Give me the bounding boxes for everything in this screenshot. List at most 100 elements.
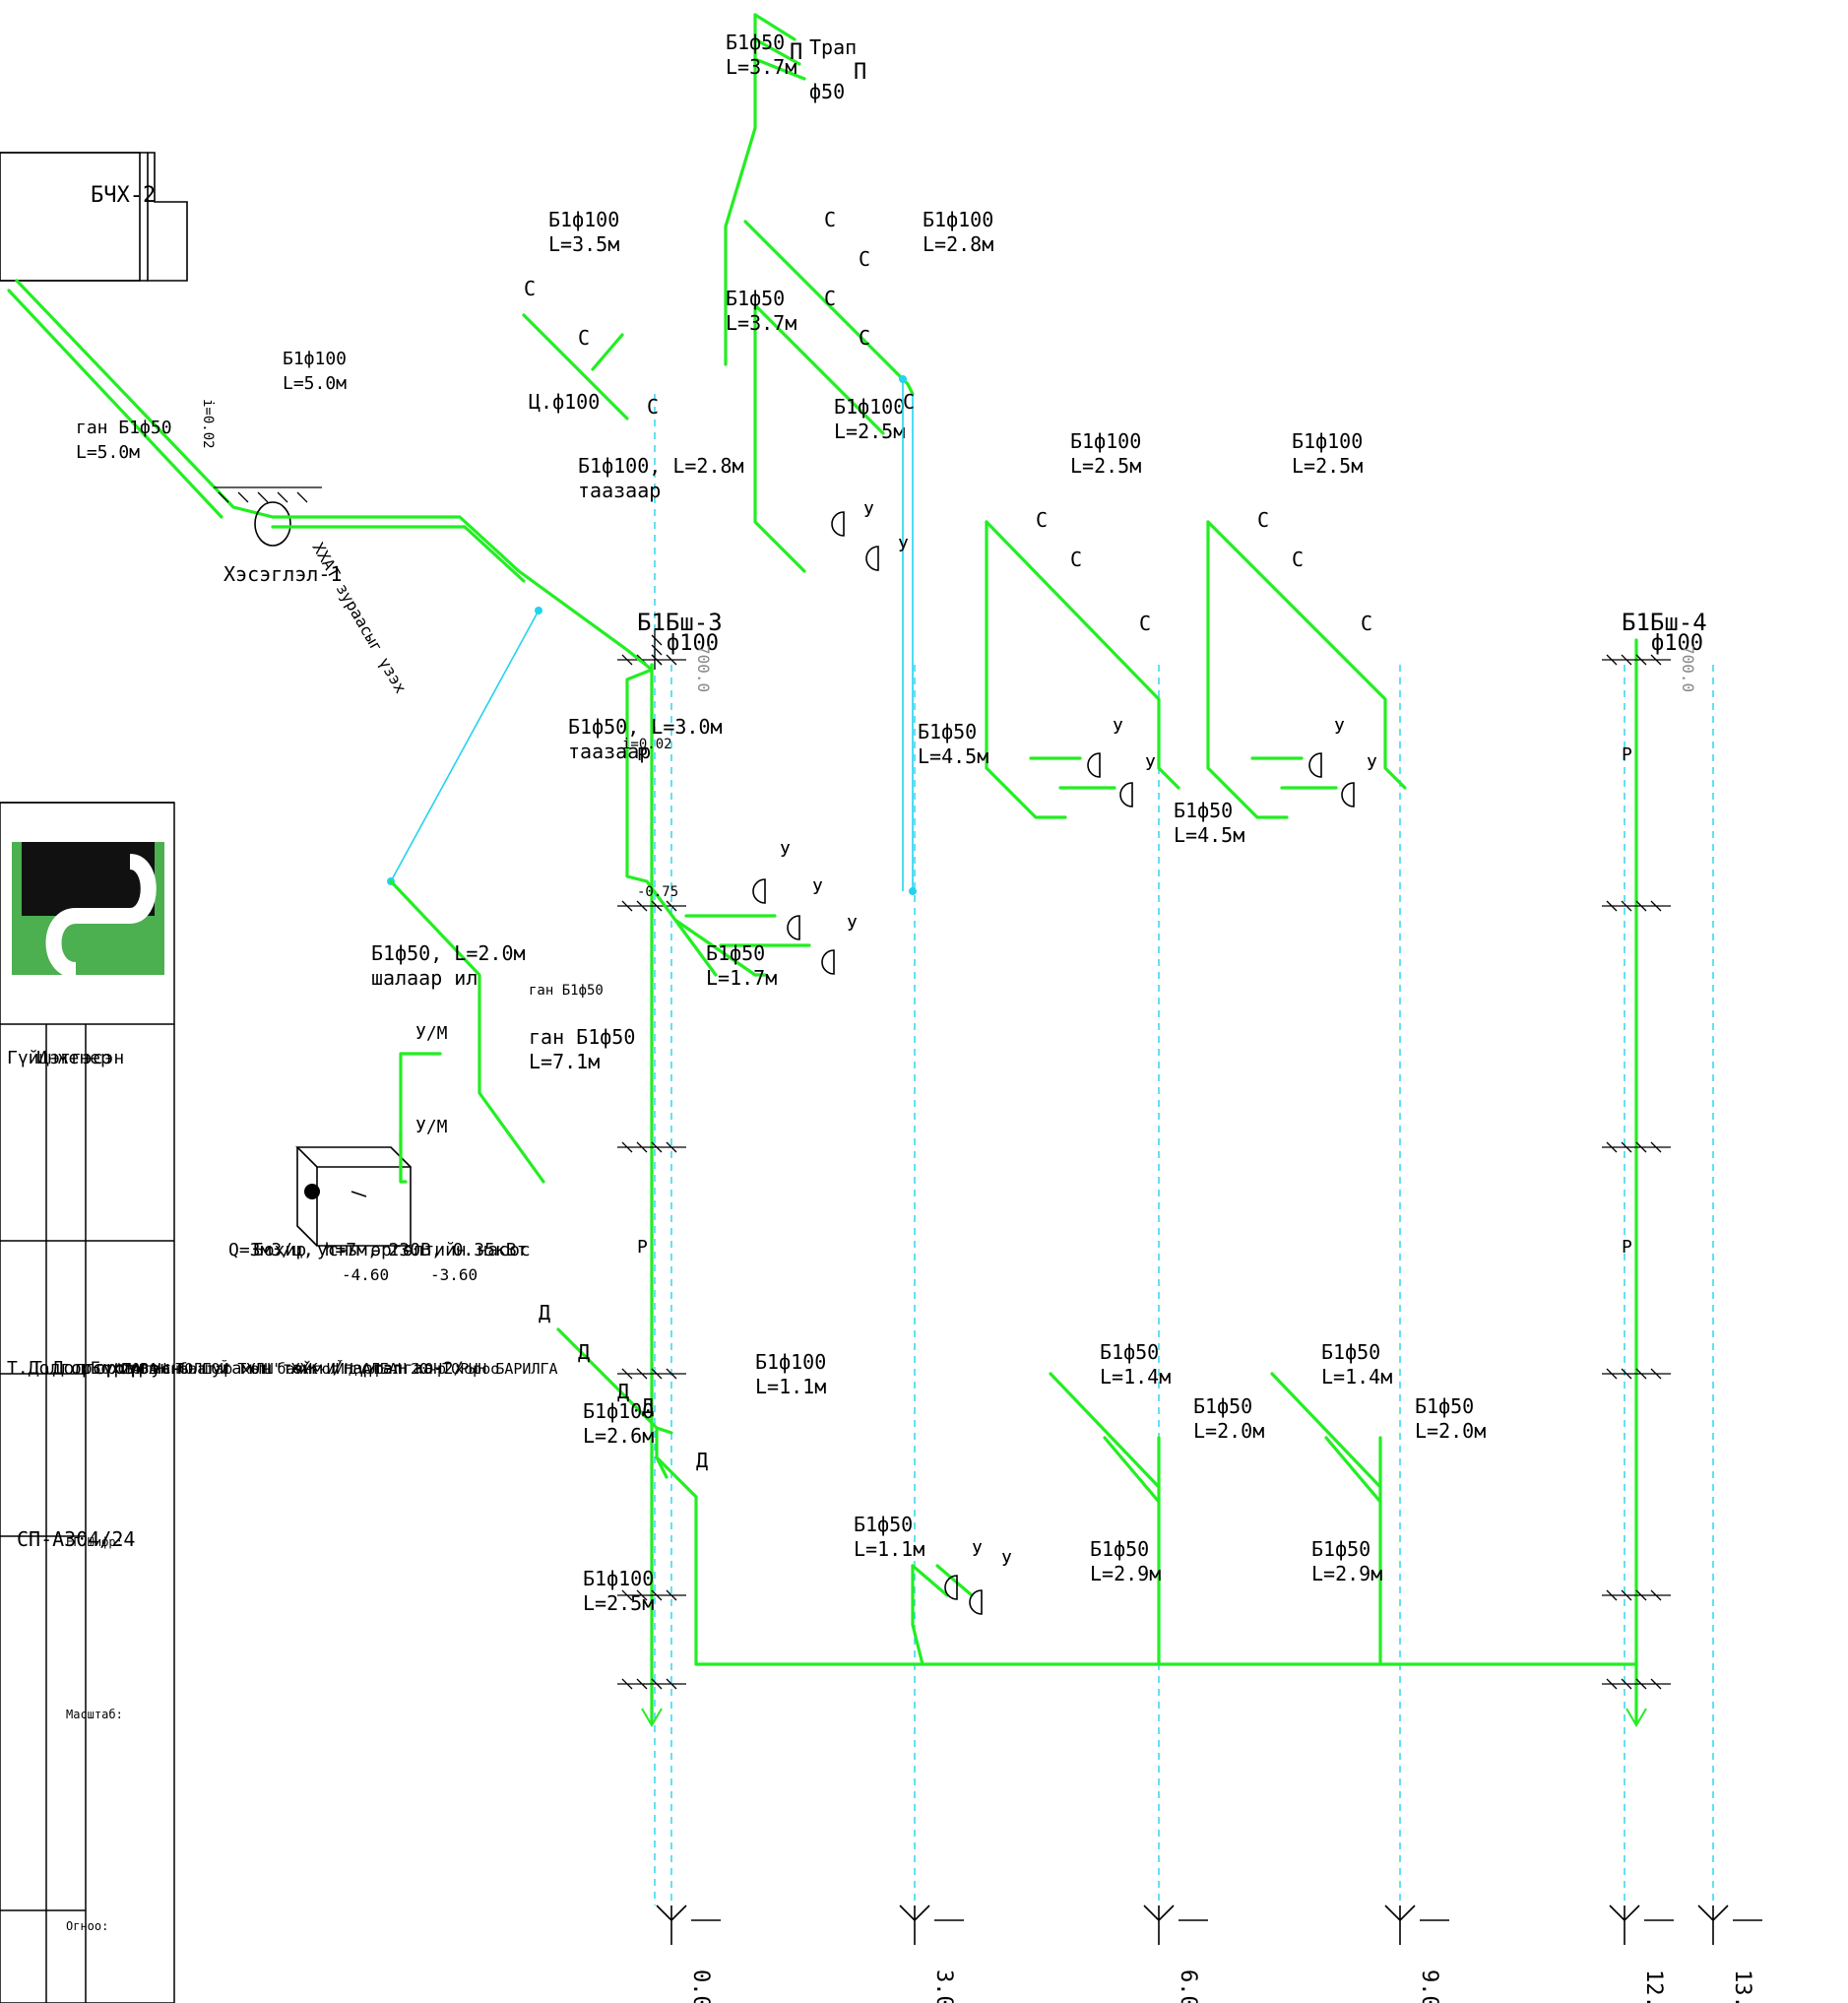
p3-top: Б1ф50 <box>726 287 785 310</box>
p5-bot: L=3.5м <box>548 232 619 256</box>
date-label: Огноо: <box>66 1919 108 1933</box>
p24-top: Б1ф50 <box>1090 1537 1149 1561</box>
p18-bot: L=1.1м <box>755 1375 826 1398</box>
level-0: 0.00 <box>656 1905 721 2003</box>
p14-top: Б1ф100 <box>1070 429 1141 453</box>
ground-basins: У У У <box>752 841 858 975</box>
riser-4-name: Б1Бш-4 <box>1622 609 1707 636</box>
p12-bot: L=7.1м <box>529 1050 600 1073</box>
p17-bot: L=4.5м <box>1174 823 1244 847</box>
p2-bot: L=2.8м <box>923 232 993 256</box>
r-mark-1: Р <box>637 744 648 765</box>
code-label: ЕГ Шифр: <box>66 1535 123 1549</box>
r-mark-4: Р <box>1622 1237 1632 1258</box>
p12-top: ган Б1ф50 <box>529 983 604 999</box>
riser-3: Б1Бш-3 ф100 700.0 Р Р <box>617 609 723 1727</box>
p16-bot: L=2.5м <box>1292 454 1363 478</box>
basin-1-letter: У <box>780 841 791 862</box>
p4-bot: L=2.5м <box>834 420 905 443</box>
trap-dn: ф50 <box>809 80 845 103</box>
um-1: У/М <box>415 1023 448 1044</box>
project-line2: "ТАВАН ТОЛГОЙ ТҮЛШ" ХХК-ИЙН АЛБАН КОНТОР… <box>113 1359 558 1378</box>
r-mark-2: Р <box>637 1237 648 1258</box>
sheet-title: Бохир усны шугамын төйм /гаргалгаа-2/ <box>91 1359 464 1379</box>
p14-bot: L=2.5м <box>1070 454 1141 478</box>
level-4: 12.00 <box>1609 1905 1674 2003</box>
p13-bot: шалаар ил <box>371 966 478 990</box>
p1-bot: L=3.7м <box>726 55 797 79</box>
p23-top: Б1ф50 <box>1193 1394 1252 1418</box>
pit-mark-2: -4.60 <box>342 1265 389 1284</box>
tank: БЧХ-2 <box>0 152 188 282</box>
engineer-name: Т.Долгорсүрэн <box>32 1358 170 1379</box>
s-letter-2: С <box>859 247 870 271</box>
s-letter-4: С <box>859 326 870 350</box>
um-2: У/М <box>415 1117 448 1137</box>
p4-top: Б1ф100 <box>834 395 905 419</box>
d-letter-1: Д <box>539 1301 550 1325</box>
f9-s-3: С <box>1361 612 1372 635</box>
s-letter-6: С <box>524 277 536 300</box>
f3r4-basin-1: У <box>972 1540 983 1561</box>
level-5-label: 13.20 <box>1730 1970 1754 2003</box>
riser-4-dn: ф100 <box>1651 631 1703 656</box>
p21-bot: L=1.1м <box>854 1537 924 1561</box>
p11-top: Б1ф50 <box>706 941 765 965</box>
p16-top: Б1ф100 <box>1292 429 1363 453</box>
s-letter-5: С <box>903 390 915 414</box>
engineer-label: Инженер <box>36 1048 111 1068</box>
p25-bot: L=1.4м <box>1321 1365 1392 1389</box>
p13-top: Б1ф50, L=2.0м <box>371 941 526 965</box>
f9-basin-2: У <box>1367 754 1377 775</box>
title-block: Инженер Т.Долгорсүрэн Гүйцэтгэсэн Т.Долг… <box>0 802 558 2003</box>
p17-top: Б1ф50 <box>1174 799 1233 822</box>
level-2: 6.00 <box>1143 1905 1208 2003</box>
sheet-code: СП-А304/24 <box>17 1527 135 1551</box>
drawing: 0.00 3.00 6.00 9.00 12.00 13.20 <box>0 13 1762 2003</box>
f6-s-3: С <box>1139 612 1151 635</box>
pit-mark-1: -3.60 <box>430 1265 478 1284</box>
p8-top: Б1ф100, L=2.8м <box>578 454 744 478</box>
f6-basin-2: У <box>1145 754 1156 775</box>
slope-1: i=0.02 <box>200 399 216 449</box>
f9-basin-1: У <box>1334 718 1345 739</box>
p-letter-2: П <box>854 60 866 85</box>
p25-top: Б1ф50 <box>1321 1340 1380 1364</box>
d-letter-4: Д <box>642 1394 654 1418</box>
p27-top: Б1ф50 <box>1311 1537 1370 1561</box>
p15-bot: L=4.5м <box>918 744 988 768</box>
p6-top: Б1ф100 <box>283 349 347 369</box>
level-2-label: 6.00 <box>1176 1970 1200 2003</box>
p5-top: Б1ф100 <box>548 208 619 231</box>
p1-top: Б1ф50 <box>726 31 785 54</box>
riser-4-mark: 700.0 <box>1679 645 1697 692</box>
p7-bot: L=5.0м <box>76 442 140 463</box>
d-letter-5: Д <box>696 1449 708 1472</box>
level-5: 13.20 <box>1697 1905 1762 2003</box>
p19-bot: L=2.6м <box>583 1424 654 1448</box>
level-075: -0.75 <box>637 884 678 900</box>
d-letter-2: Д <box>578 1340 590 1364</box>
p10-top: Б1ф50, L=3.0м <box>568 715 723 739</box>
s-letter-1: С <box>824 208 836 231</box>
level-1: 3.00 <box>899 1905 964 2003</box>
p23-bot: L=2.0м <box>1193 1419 1264 1443</box>
f3-basin-2: У <box>898 536 909 556</box>
pump-title: Бохир усны өргөлтийн насос <box>253 1240 531 1260</box>
p22-bot: L=1.4м <box>1100 1365 1171 1389</box>
p26-bot: L=2.0м <box>1415 1419 1486 1443</box>
riser-3-dn: ф100 <box>667 631 719 656</box>
f3-basin-1: У <box>863 501 874 522</box>
s-letter-7: С <box>578 326 590 350</box>
tank-label: БЧХ-2 <box>91 183 156 208</box>
riser-3-mark: 700.0 <box>694 645 713 692</box>
p20-bot: L=2.5м <box>583 1591 654 1615</box>
p11-bot: L=1.7м <box>706 966 777 990</box>
trap-label: Трап <box>809 35 857 59</box>
p-letter-1: П <box>790 40 802 65</box>
basin-2-letter: У <box>812 878 823 899</box>
p27-bot: L=2.9м <box>1311 1562 1382 1585</box>
company-logo <box>12 842 164 978</box>
p21-top: Б1ф50 <box>854 1513 913 1536</box>
